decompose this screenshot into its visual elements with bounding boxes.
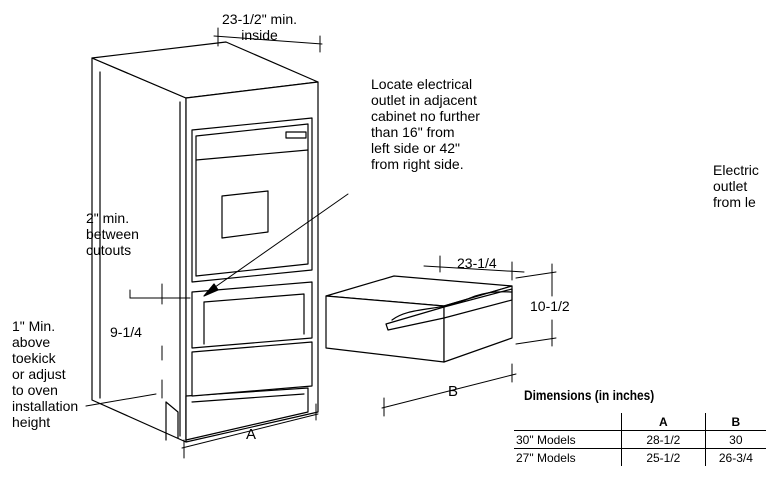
drawer-cutout	[191, 281, 313, 397]
table-cell-b: 30	[704, 430, 766, 449]
table-header-b: B	[704, 413, 766, 431]
dimension-a-label: A	[246, 426, 257, 443]
dimensions-table: A B 30" Models 28-1/2 30 27" Models 25-1…	[514, 413, 766, 466]
drawer-depth-label: 23-1/4	[457, 255, 497, 271]
dimension-b-label: B	[448, 383, 459, 400]
table-header-row: A B	[514, 413, 766, 431]
dimension-lines	[85, 27, 557, 459]
outlet-leader-arrow	[203, 193, 349, 297]
table-row: 30" Models 28-1/2 30	[514, 430, 766, 449]
table-cell-model: 27" Models	[516, 450, 576, 465]
warming-drawer	[325, 275, 513, 363]
table-cell-a: 25-1/2	[620, 448, 706, 466]
table-cell-model: 30" Models	[514, 430, 622, 449]
toekick-note: 1" Min. above toekick or adjust to oven …	[12, 318, 79, 430]
dimensions-table-title: Dimensions (in inches)	[524, 387, 655, 403]
wall-oven	[191, 117, 313, 283]
cutout-height-label: 9-1/4	[110, 324, 142, 340]
table-cell-b: 26-3/4	[704, 448, 766, 466]
table-header-a: A	[620, 413, 706, 431]
inside-width-label: 23-1/2" min. inside	[222, 11, 298, 43]
table-row: 27" Models 25-1/2 26-3/4	[514, 448, 766, 466]
table-cell-a: 28-1/2	[620, 430, 706, 449]
outlet-note: Locate electrical outlet in adjacent cab…	[371, 76, 480, 172]
cropped-outlet-note: Electric outlet from le	[713, 162, 759, 210]
table-header-blank	[514, 413, 622, 431]
between-cutouts-label: 2" min. between cutouts	[86, 210, 139, 258]
drawer-height-label: 10-1/2	[530, 298, 570, 314]
